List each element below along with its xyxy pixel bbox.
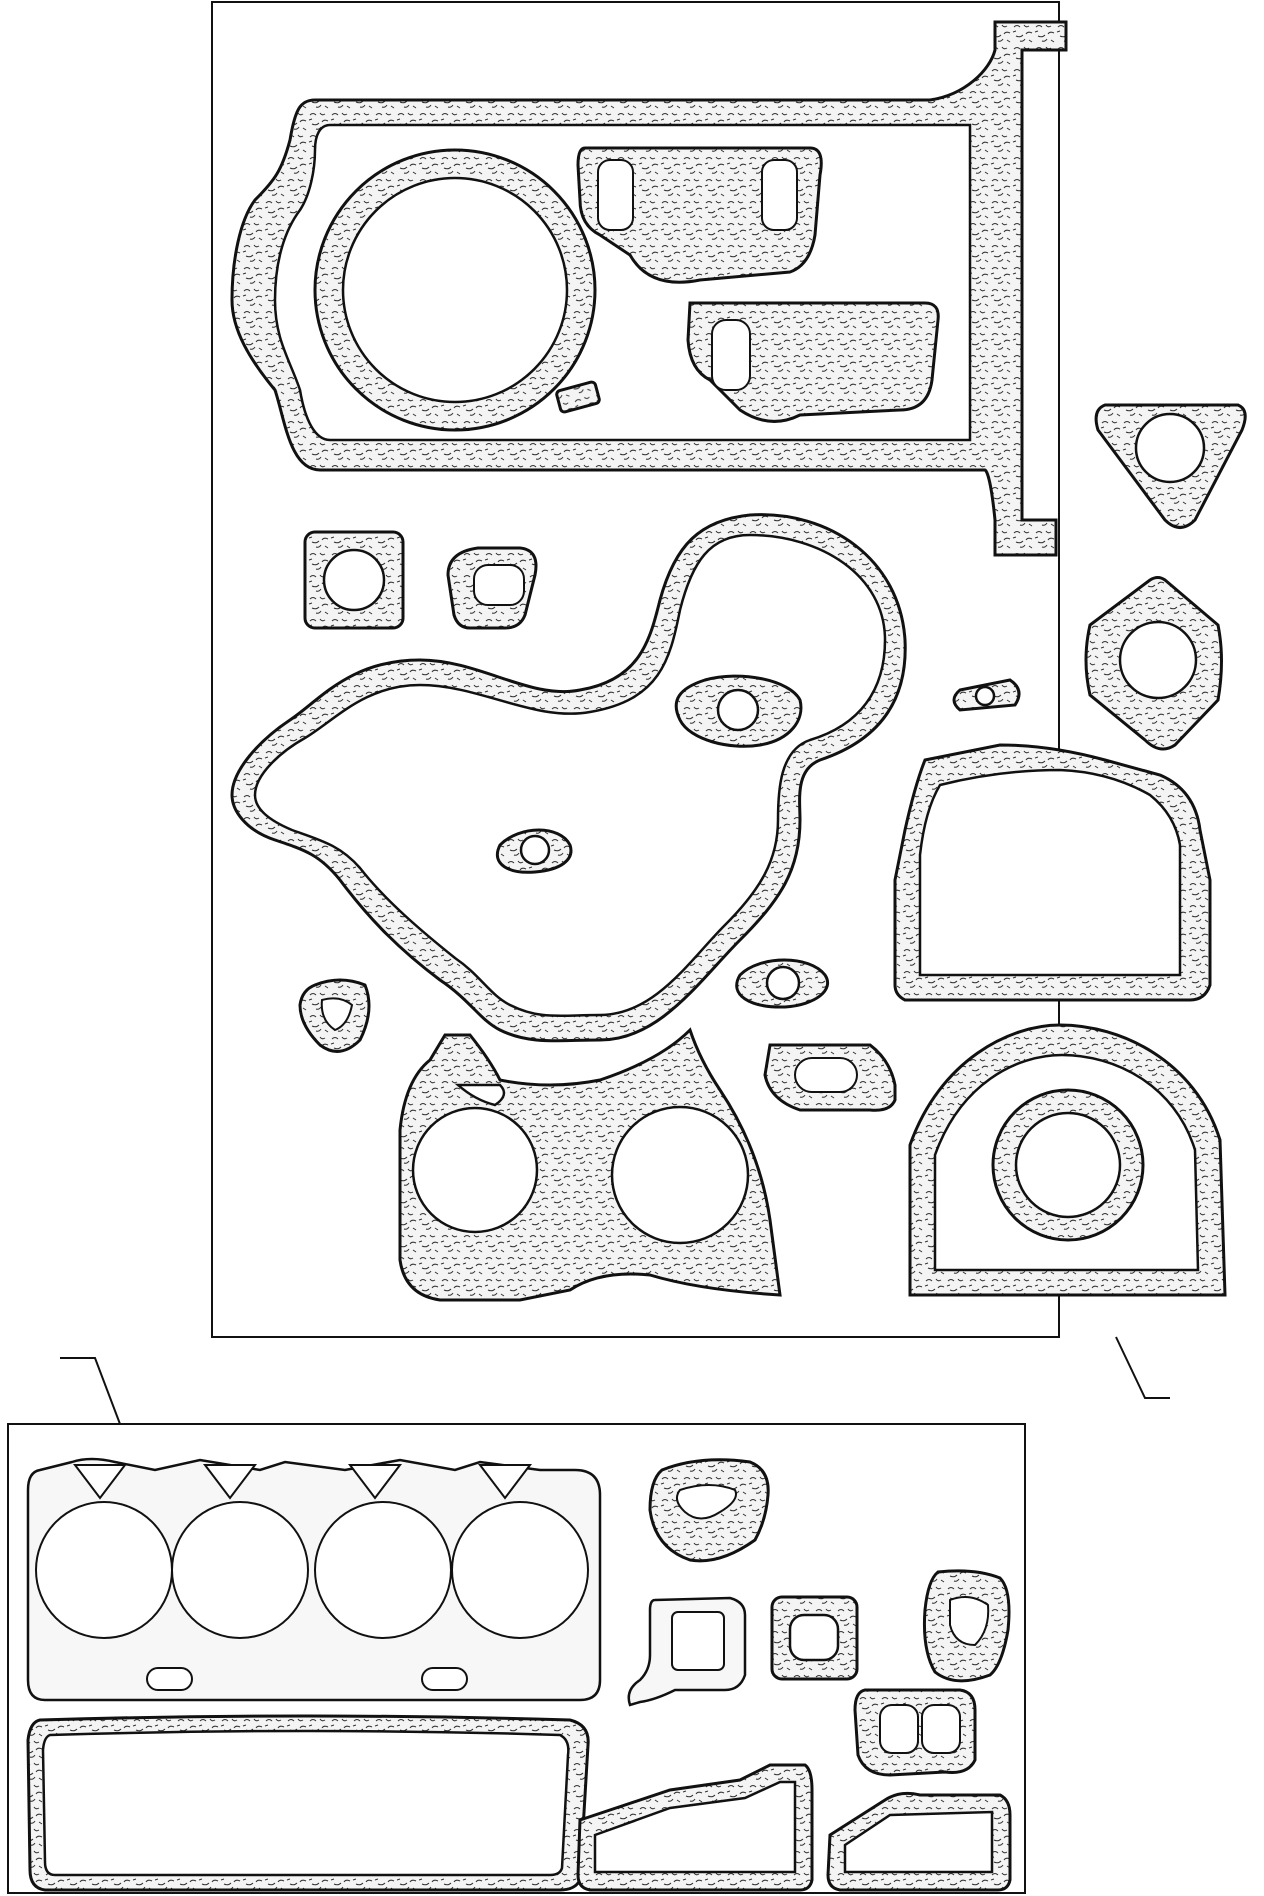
oval-gasket-a <box>674 674 803 748</box>
oval-gasket-d <box>735 958 829 1009</box>
exhaust-port-gasket <box>763 1043 897 1112</box>
diamond-gasket <box>1084 576 1223 751</box>
lower-set-leader-line <box>60 1357 121 1425</box>
rocker-cover-gasket <box>26 1714 590 1892</box>
cover-gasket-lower <box>686 301 940 423</box>
round-gasket-large <box>313 148 597 432</box>
water-pump-gasket <box>922 1569 1011 1683</box>
cover-gasket-upper <box>576 146 823 284</box>
triangle-gasket <box>1094 403 1247 529</box>
square-gasket-small <box>303 530 405 630</box>
lower-panel-frame <box>7 1423 1026 1894</box>
rear-housing-gasket <box>893 743 1212 1002</box>
gear-housing-gasket <box>398 1027 782 1302</box>
timing-cover-gasket <box>230 513 907 1043</box>
pentagon-gasket <box>446 546 538 630</box>
cylinder-head-gasket <box>26 1457 602 1702</box>
oval-gasket-b <box>952 678 1021 712</box>
lower-gasket-set <box>7 1357 1026 1894</box>
upper-gasket-set <box>211 1 1247 1399</box>
upper-panel-frame <box>211 1 1060 1338</box>
flange-gasket-small <box>298 978 371 1053</box>
square-gasket-lower <box>770 1595 859 1681</box>
sump-side-gasket-left <box>576 1763 814 1892</box>
sump-side-gasket-right <box>826 1791 1012 1892</box>
oval-gasket-c <box>496 828 573 874</box>
upper-set-leader-line <box>1115 1336 1170 1399</box>
rear-seal-gasket <box>908 1023 1227 1297</box>
dowel-pin <box>555 380 601 414</box>
thermostat-gasket <box>648 1458 770 1563</box>
manifold-gasket <box>853 1688 977 1777</box>
outlet-flange-gasket <box>627 1596 747 1707</box>
